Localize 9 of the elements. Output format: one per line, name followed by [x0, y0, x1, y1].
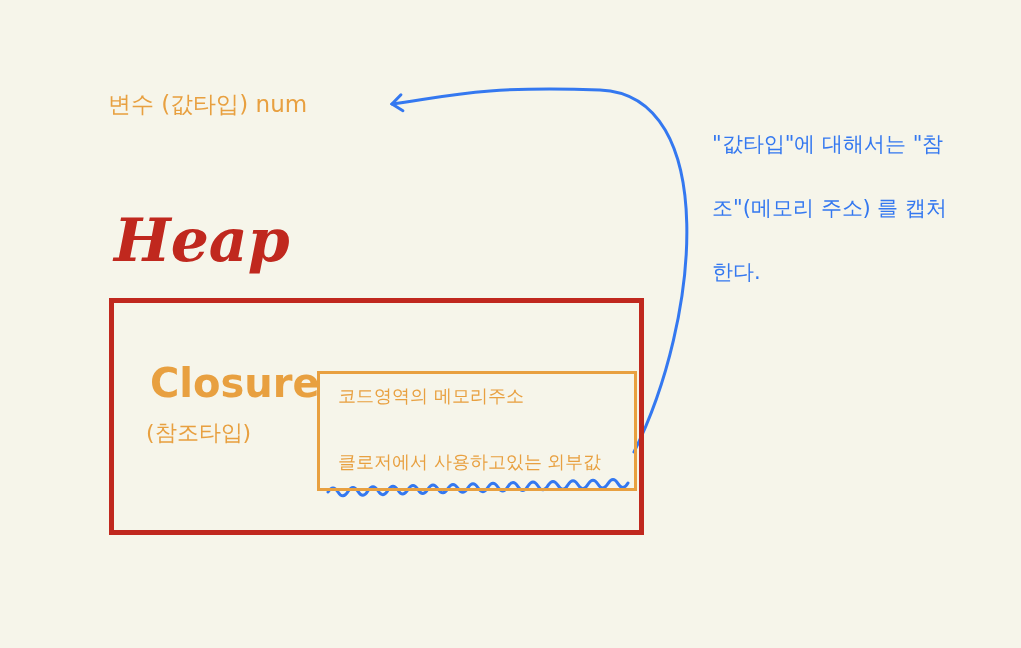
heading: Heap — [114, 205, 290, 275]
arrow — [390, 87, 689, 454]
note-text: "값타입"에 대해서는 "참조"(메모리 주소) 를 캡처한다. — [712, 131, 949, 286]
closure-label: Closure — [150, 360, 320, 406]
box-text: 클로저에서 사용하고있는 외부값 — [338, 450, 602, 474]
memory-box — [317, 371, 637, 491]
box-text: 코드영역의 메모리주소 — [338, 384, 524, 408]
variable-label: 변수 (값타입) num — [108, 91, 308, 117]
type-label: (참조타입) — [146, 419, 252, 447]
